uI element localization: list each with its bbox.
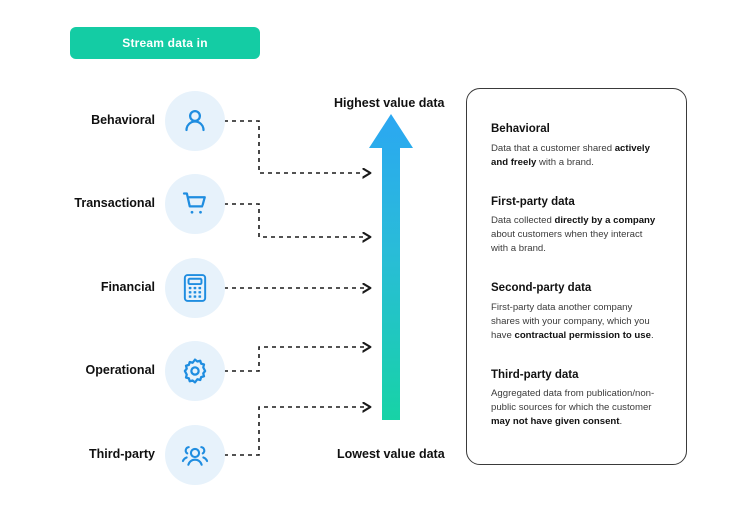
category-row-behavioral[interactable]: Behavioral — [50, 91, 225, 151]
definition-item-second-party: Second-party data First-party data anoth… — [491, 282, 662, 343]
people-icon — [181, 446, 209, 466]
category-label-financial: Financial — [100, 280, 155, 295]
lowest-value-label: Lowest value data — [337, 447, 445, 461]
definition-title-behavioral: Behavioral — [491, 123, 550, 135]
category-icon-circle-transactional — [165, 174, 225, 234]
definitions-panel: Behavioral Data that a customer shared a… — [466, 88, 687, 465]
definition-title-second-party: Second-party data — [491, 282, 592, 295]
gear-icon — [183, 358, 207, 384]
category-icon-circle-financial — [165, 258, 225, 318]
category-row-operational[interactable]: Operational — [50, 341, 225, 401]
connector-operational — [224, 347, 364, 372]
definition-title-first-party: First-party data — [491, 195, 575, 208]
stream-data-in-button[interactable]: Stream data in — [70, 27, 260, 59]
value-arrow — [369, 114, 413, 420]
category-label-transactional: Transactional — [74, 196, 155, 211]
category-row-third-party[interactable]: Third-party — [50, 425, 225, 485]
definition-item-first-party: First-party data Data collected directly… — [491, 196, 662, 257]
definition-body-behavioral: Data that a customer shared actively and… — [491, 142, 650, 168]
definition-body-first-party: Data collected directly by a company abo… — [491, 215, 656, 255]
category-icon-circle-behavioral — [165, 91, 225, 151]
definition-item-behavioral: Behavioral Data that a customer shared a… — [491, 123, 662, 170]
connector-transactional — [224, 203, 364, 237]
category-label-behavioral: Behavioral — [91, 113, 155, 128]
category-label-operational: Operational — [85, 363, 155, 378]
calculator-icon — [183, 274, 207, 302]
category-icon-circle-operational — [165, 341, 225, 401]
category-row-transactional[interactable]: Transactional — [50, 174, 225, 234]
definition-title-third-party: Third-party data — [491, 368, 579, 381]
person-icon — [185, 109, 205, 132]
category-icon-circle-third-party — [165, 425, 225, 485]
category-row-financial[interactable]: Financial — [50, 258, 225, 318]
stream-data-in-label: Stream data in — [122, 36, 208, 50]
value-arrow-shape — [369, 114, 413, 420]
connector-behavioral — [224, 120, 364, 173]
definition-item-third-party: Third-party data Aggregated data from pu… — [491, 369, 662, 430]
highest-value-label: Highest value data — [334, 96, 445, 110]
definition-body-third-party: Aggregated data from publication/non-pub… — [491, 388, 655, 428]
cart-icon — [182, 192, 206, 214]
definition-body-second-party: First-party data another company shares … — [491, 301, 654, 341]
category-label-third-party: Third-party — [89, 447, 155, 462]
